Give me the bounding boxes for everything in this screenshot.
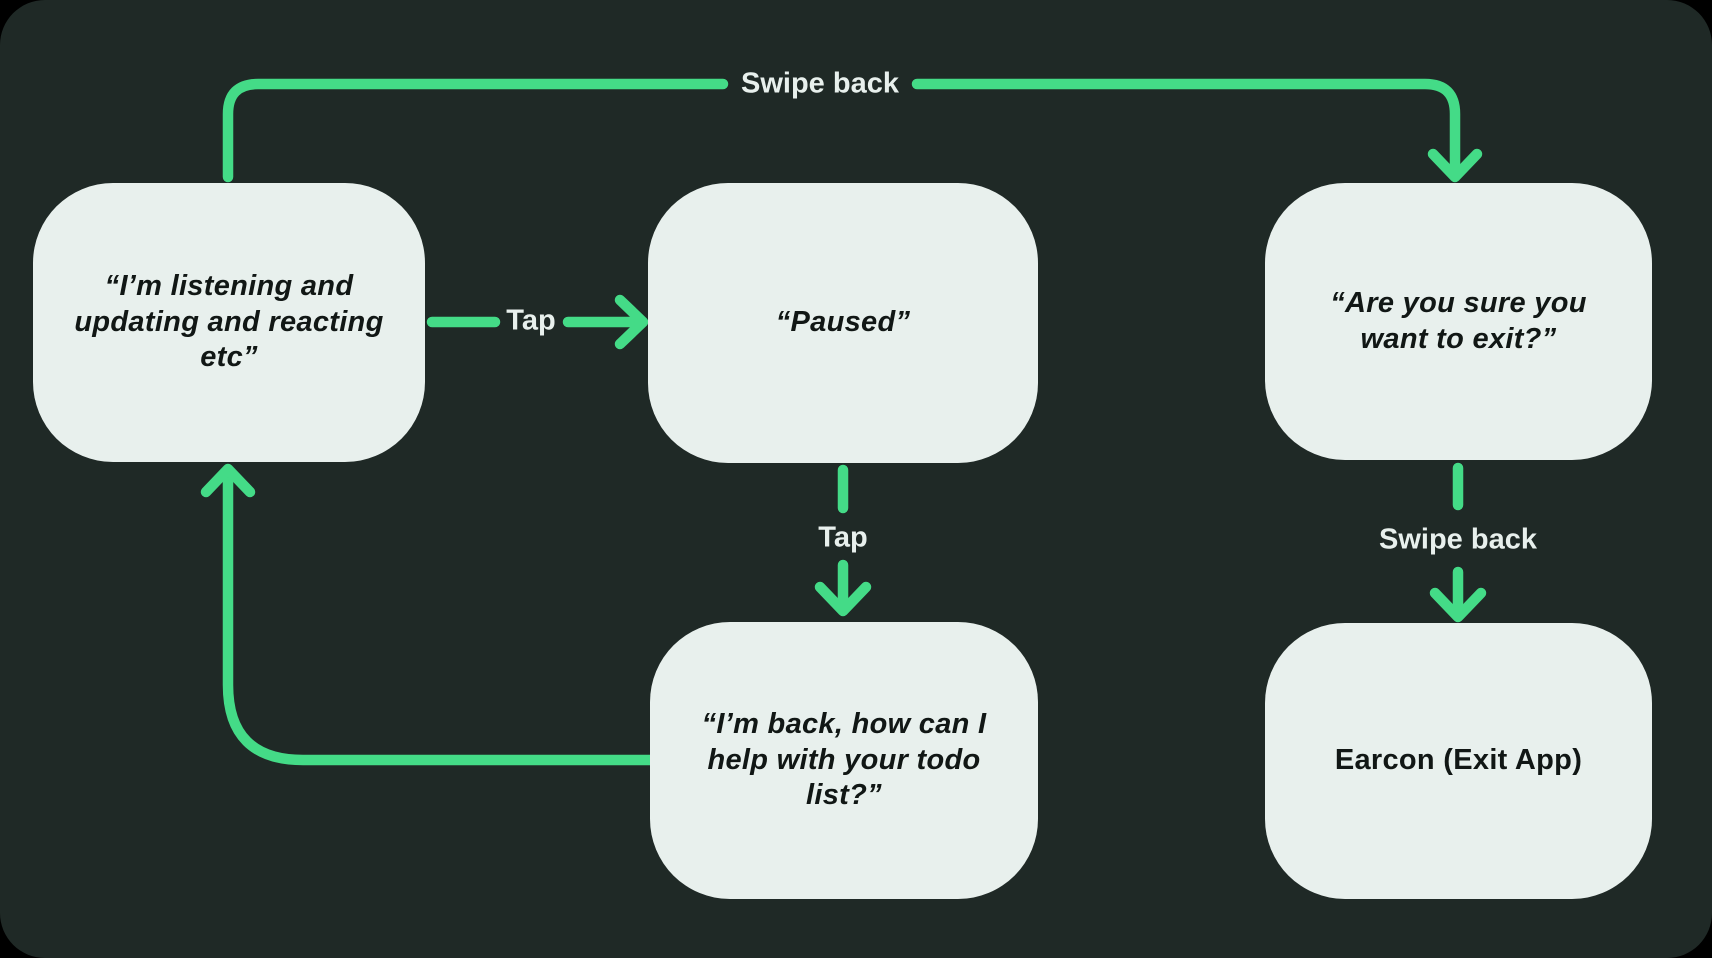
edge-label-tap-right: Tap bbox=[506, 304, 556, 337]
node-back-from-pause-label: “I’m back, how can I help with your todo… bbox=[701, 707, 987, 812]
edge-listening-to-confirm-exit-segment-left bbox=[222, 78, 729, 183]
node-confirm-exit: “Are you sure you want to exit?” bbox=[1265, 183, 1652, 460]
node-earcon-exit-app: Earcon (Exit App) bbox=[1265, 623, 1652, 899]
edge-listening-to-paused-arrowhead bbox=[614, 294, 649, 350]
edge-back-to-listening-line bbox=[222, 464, 656, 766]
edge-listening-to-confirm-exit-segment-right bbox=[911, 78, 1461, 181]
node-listening-label: “I’m listening and updating and reacting… bbox=[74, 269, 384, 374]
node-paused-label: “Paused” bbox=[775, 306, 911, 339]
edge-label-swipe-back-right: Swipe back bbox=[1379, 523, 1537, 556]
edge-listening-to-confirm-exit-arrowhead bbox=[1427, 148, 1483, 183]
edge-confirm-exit-to-earcon-arrowhead bbox=[1429, 587, 1487, 623]
node-confirm-exit-label: “Are you sure you want to exit?” bbox=[1330, 286, 1587, 355]
node-paused: “Paused” bbox=[648, 183, 1038, 463]
edge-back-to-listening-arrowhead bbox=[200, 463, 256, 498]
edge-label-swipe-back-top: Swipe back bbox=[741, 67, 899, 100]
edge-label-tap-down: Tap bbox=[818, 521, 868, 554]
edge-paused-to-back-arrowhead bbox=[814, 581, 872, 617]
node-listening: “I’m listening and updating and reacting… bbox=[33, 183, 425, 462]
node-earcon-exit-app-label: Earcon (Exit App) bbox=[1334, 744, 1583, 777]
node-back-from-pause: “I’m back, how can I help with your todo… bbox=[650, 622, 1038, 899]
